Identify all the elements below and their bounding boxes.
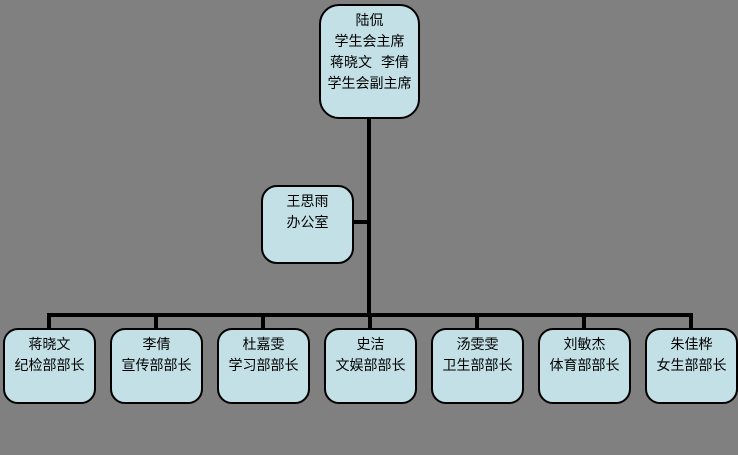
vice-president-title: 学生会副主席	[327, 76, 412, 92]
office-member-name: 王思雨	[286, 194, 329, 210]
member-name: 史洁	[356, 337, 385, 353]
org-node-publicity-dept: 李倩 宣传部部长	[110, 328, 203, 404]
connector-root-vertical	[367, 117, 371, 317]
member-name: 蒋晓文	[28, 337, 71, 353]
member-title: 文娱部部长	[335, 358, 406, 374]
connector-stub-1	[47, 315, 51, 329]
member-name: 李倩	[142, 337, 171, 353]
org-node-hygiene-dept: 汤雯雯 卫生部部长	[431, 328, 524, 404]
org-node-president: 陆侃 学生会主席 蒋晓文 李倩 学生会副主席	[319, 4, 420, 119]
org-node-office: 王思雨 办公室	[261, 185, 354, 264]
org-node-sports-dept: 刘敏杰 体育部部长	[538, 328, 631, 404]
member-name: 汤雯雯	[456, 337, 499, 353]
member-name: 杜嘉雯	[242, 337, 285, 353]
member-title: 卫生部部长	[442, 358, 513, 374]
org-node-study-dept: 杜嘉雯 学习部部长	[217, 328, 310, 404]
connector-stub-2	[154, 315, 158, 329]
org-node-recreation-dept: 史洁 文娱部部长	[324, 328, 417, 404]
org-node-girls-dept: 朱佳桦 女生部部长	[645, 328, 738, 404]
president-name: 陆侃	[355, 13, 384, 29]
connector-stub-5	[475, 315, 479, 329]
member-title: 学习部部长	[228, 358, 299, 374]
office-title: 办公室	[286, 215, 329, 231]
member-title: 女生部部长	[656, 358, 727, 374]
member-name: 朱佳桦	[670, 337, 713, 353]
connector-stub-3	[261, 315, 265, 329]
org-node-discipline-dept: 蒋晓文 纪检部部长	[3, 328, 96, 404]
president-title: 学生会主席	[334, 34, 405, 50]
member-title: 宣传部部长	[121, 358, 192, 374]
member-name: 刘敏杰	[563, 337, 606, 353]
member-title: 纪检部部长	[14, 358, 85, 374]
connector-stub-4	[368, 315, 372, 329]
member-title: 体育部部长	[549, 358, 620, 374]
connector-stub-7	[689, 315, 693, 329]
connector-stub-6	[582, 315, 586, 329]
vice-president-names: 蒋晓文 李倩	[330, 55, 409, 71]
connector-office-branch	[352, 220, 369, 224]
